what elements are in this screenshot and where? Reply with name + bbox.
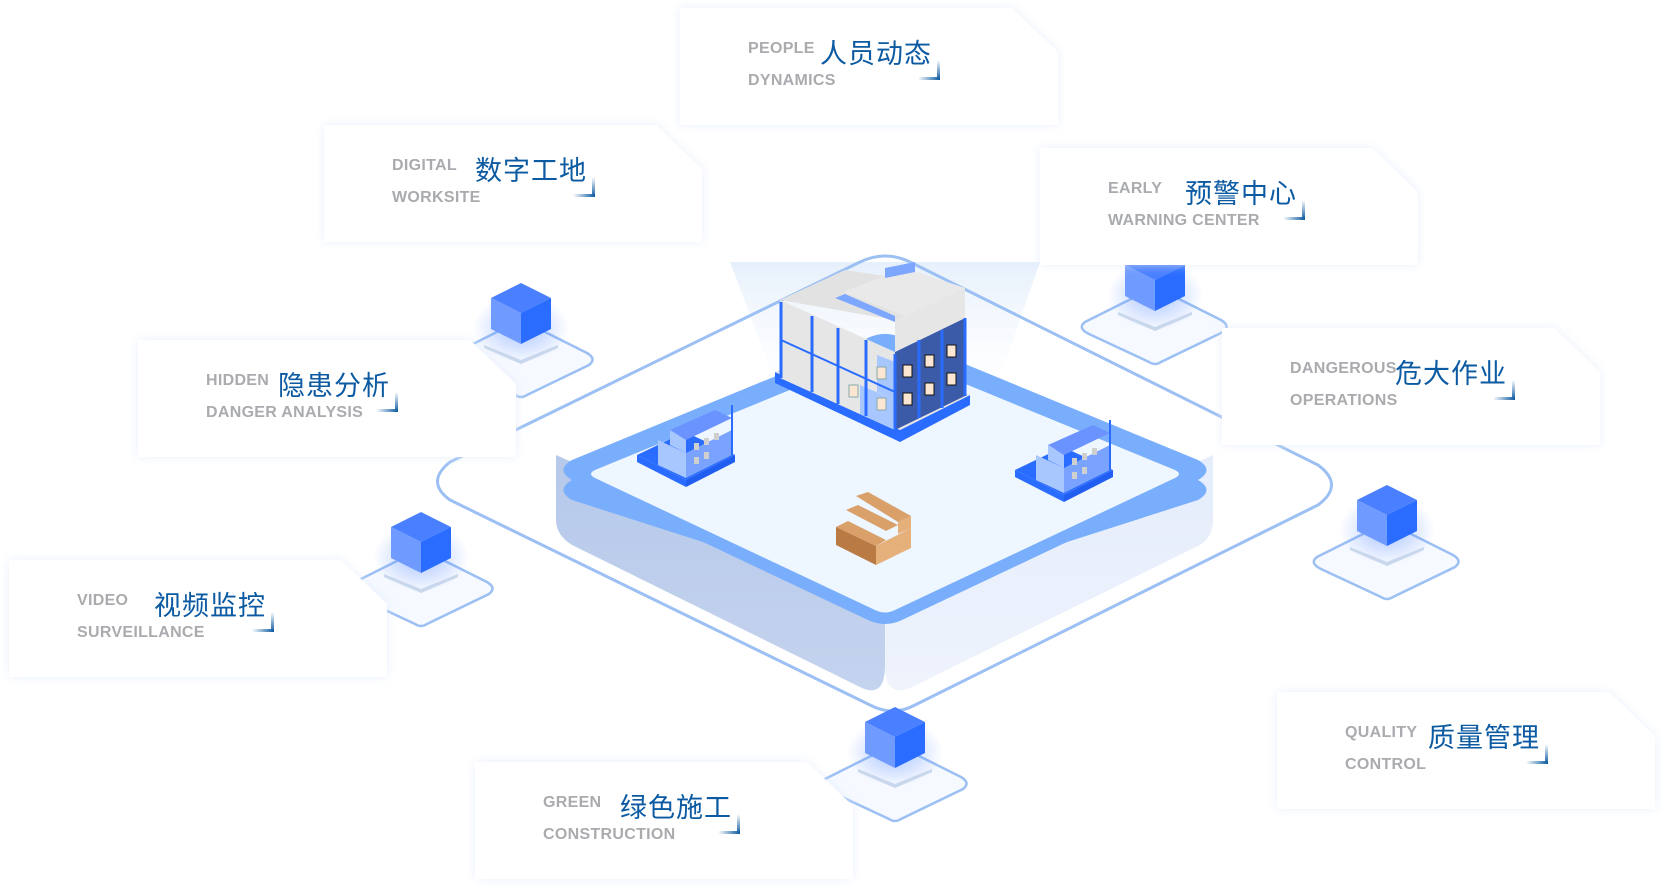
card-label-en-line2: WORKSITE xyxy=(392,189,481,206)
cube-node-right xyxy=(1312,485,1460,601)
card-label-en-line2: OPERATIONS xyxy=(1290,392,1398,409)
corner-bracket-icon xyxy=(718,814,740,834)
card-background xyxy=(324,125,702,242)
card-label-en-line2: DYNAMICS xyxy=(748,72,836,89)
card-background xyxy=(1040,148,1418,265)
small-building-right xyxy=(1015,420,1113,502)
brick-stack xyxy=(836,492,911,565)
corner-bracket-icon xyxy=(1526,744,1548,764)
card-title-cn: 质量管理 xyxy=(1428,723,1540,754)
card-label-en-line2: CONSTRUCTION xyxy=(543,826,676,843)
card-title-cn: 隐患分析 xyxy=(278,371,390,402)
card-label-en-line1: VIDEO xyxy=(77,592,129,609)
card-title-cn: 人员动态 xyxy=(820,39,932,70)
corner-bracket-icon xyxy=(376,392,398,412)
card-label-en-line1: PEOPLE xyxy=(748,40,815,57)
corner-bracket-icon xyxy=(918,60,940,80)
main-building xyxy=(775,262,970,442)
card-label-en-line1: QUALITY xyxy=(1345,724,1418,741)
card-background xyxy=(680,8,1058,125)
corner-bracket-icon xyxy=(573,177,595,197)
cube-node-top-right xyxy=(1080,250,1228,366)
card-label-en-line2: WARNING CENTER xyxy=(1108,212,1260,229)
card-background xyxy=(1277,692,1655,809)
card-label-en-line1: HIDDEN xyxy=(206,372,270,389)
card-title-cn: 视频监控 xyxy=(154,591,266,622)
card-title-cn: 预警中心 xyxy=(1185,179,1297,210)
module-card-video[interactable]: VIDEO 视频监控 SURVEILLANCE xyxy=(9,560,387,677)
card-title-cn: 危大作业 xyxy=(1395,359,1507,390)
card-background xyxy=(138,340,516,457)
network-ring xyxy=(436,254,1333,713)
card-label-en-line2: DANGER ANALYSIS xyxy=(206,404,364,421)
corner-bracket-icon xyxy=(252,612,274,632)
small-building-left xyxy=(637,405,735,487)
platform xyxy=(556,334,1213,691)
module-card-green[interactable]: GREEN 绿色施工 CONSTRUCTION xyxy=(475,762,853,879)
module-card-people[interactable]: PEOPLE 人员动态 DYNAMICS xyxy=(680,8,1058,125)
card-label-en-line1: EARLY xyxy=(1108,180,1163,197)
card-label-en-line2: CONTROL xyxy=(1345,756,1427,773)
corner-bracket-icon xyxy=(1283,200,1305,220)
card-label-en-line1: DIGITAL xyxy=(392,157,457,174)
card-title-cn: 数字工地 xyxy=(475,156,587,187)
corner-bracket-icon xyxy=(1493,380,1515,400)
card-label-en-line2: SURVEILLANCE xyxy=(77,624,205,641)
module-card-early[interactable]: EARLY 预警中心 WARNING CENTER xyxy=(1040,148,1418,265)
card-title-cn: 绿色施工 xyxy=(620,793,732,824)
card-background xyxy=(475,762,853,879)
module-card-hidden[interactable]: HIDDEN 隐患分析 DANGER ANALYSIS xyxy=(138,340,516,457)
card-label-en-line1: DANGEROUS xyxy=(1290,360,1397,377)
card-background xyxy=(1222,328,1600,445)
module-card-digital[interactable]: DIGITAL 数字工地 WORKSITE xyxy=(324,125,702,242)
card-label-en-line1: GREEN xyxy=(543,794,602,811)
cube-node-bottom xyxy=(820,707,968,823)
card-background xyxy=(9,560,387,677)
